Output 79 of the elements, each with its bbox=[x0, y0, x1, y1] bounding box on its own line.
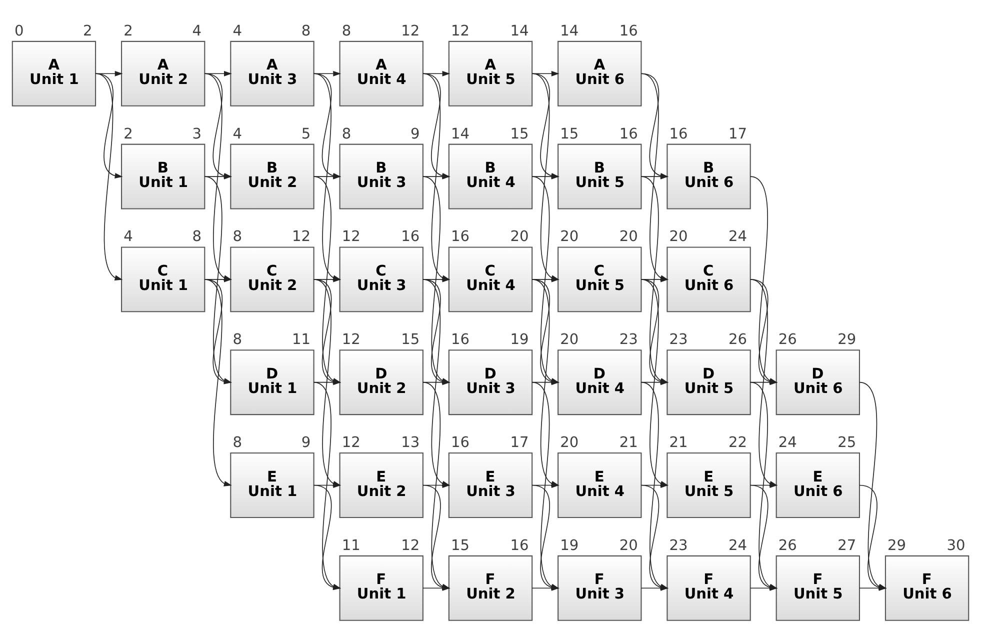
node-label: 23 bbox=[619, 331, 638, 348]
node-label: 15 bbox=[560, 125, 579, 142]
node-label: 4 bbox=[232, 22, 242, 40]
arrow bbox=[95, 73, 123, 281]
node-label: 8 bbox=[301, 22, 311, 40]
node-label: 20 bbox=[560, 228, 579, 246]
node-label: 9 bbox=[301, 434, 311, 451]
node-label: 11 bbox=[292, 331, 310, 348]
node-label: 16 bbox=[451, 228, 470, 246]
node-label: 16 bbox=[401, 228, 420, 246]
node-label: 16 bbox=[619, 125, 638, 142]
node-label: 2 bbox=[124, 22, 133, 40]
node-label: 13 bbox=[401, 434, 420, 451]
node-label: 25 bbox=[838, 434, 856, 451]
arrow bbox=[204, 70, 232, 76]
node-label: 14 bbox=[451, 125, 470, 142]
node-label: 4 bbox=[124, 228, 133, 246]
node-label: 5 bbox=[301, 125, 311, 142]
node-label: 3 bbox=[192, 125, 202, 142]
node-label: 16 bbox=[451, 434, 470, 451]
node-label: 12 bbox=[342, 434, 360, 451]
node-label: 16 bbox=[510, 536, 529, 554]
node-label: 8 bbox=[232, 434, 242, 451]
node-label: 20 bbox=[669, 228, 688, 246]
node-label: 4 bbox=[192, 22, 202, 40]
node-label: 17 bbox=[510, 434, 529, 451]
node-label: 16 bbox=[619, 22, 638, 40]
node-label: 2 bbox=[124, 125, 133, 142]
node-label: 16 bbox=[451, 331, 470, 348]
node-label: 12 bbox=[401, 536, 420, 554]
node-label: 8 bbox=[342, 125, 352, 142]
node-label: 8 bbox=[342, 22, 352, 40]
node-label: 29 bbox=[838, 331, 856, 348]
node-label: 8 bbox=[232, 228, 242, 246]
node-label: 30 bbox=[946, 536, 966, 554]
arrow bbox=[532, 70, 560, 76]
node-label: 12 bbox=[401, 22, 420, 40]
node-label: 0 bbox=[14, 22, 24, 40]
node-label: 27 bbox=[838, 536, 856, 554]
arrow bbox=[95, 70, 123, 76]
node-label: 26 bbox=[778, 331, 797, 348]
node-label: 20 bbox=[619, 228, 638, 246]
node-label: 15 bbox=[510, 125, 529, 142]
node-label: 24 bbox=[728, 536, 748, 554]
node-label: 24 bbox=[778, 434, 797, 451]
node-label: 24 bbox=[728, 228, 748, 246]
node-label: 17 bbox=[728, 125, 748, 142]
node-label: 14 bbox=[560, 22, 579, 40]
node-label: 12 bbox=[342, 331, 360, 348]
node-label: 12 bbox=[342, 228, 360, 246]
node-label: 26 bbox=[778, 536, 797, 554]
node-label: 22 bbox=[728, 434, 748, 451]
node-label: 23 bbox=[669, 536, 688, 554]
node-label: 16 bbox=[669, 125, 688, 142]
node-label: 8 bbox=[192, 228, 202, 246]
node-label: 23 bbox=[669, 331, 688, 348]
node-label: 21 bbox=[669, 434, 688, 451]
node-label: 12 bbox=[292, 228, 310, 246]
node-label: 29 bbox=[888, 536, 906, 554]
node-label: 2 bbox=[83, 22, 92, 40]
node-label: 20 bbox=[560, 434, 579, 451]
arrow bbox=[422, 70, 450, 76]
node-label: 19 bbox=[510, 331, 529, 348]
node-label: 20 bbox=[510, 228, 529, 246]
node-label: 20 bbox=[619, 536, 638, 554]
node-label: 9 bbox=[410, 125, 420, 142]
arrow bbox=[313, 70, 342, 76]
node-label: 8 bbox=[232, 331, 242, 348]
node-label: 14 bbox=[510, 22, 529, 40]
node-label: 20 bbox=[560, 331, 579, 348]
node-label: 26 bbox=[728, 331, 748, 348]
node-label: 15 bbox=[451, 536, 470, 554]
node-label: 19 bbox=[560, 536, 579, 554]
node-label: 4 bbox=[232, 125, 242, 142]
node-label: 12 bbox=[451, 22, 470, 40]
arrow bbox=[95, 73, 123, 178]
node-label: 11 bbox=[342, 536, 360, 554]
node-label: 15 bbox=[401, 331, 420, 348]
node-label: 21 bbox=[619, 434, 638, 451]
